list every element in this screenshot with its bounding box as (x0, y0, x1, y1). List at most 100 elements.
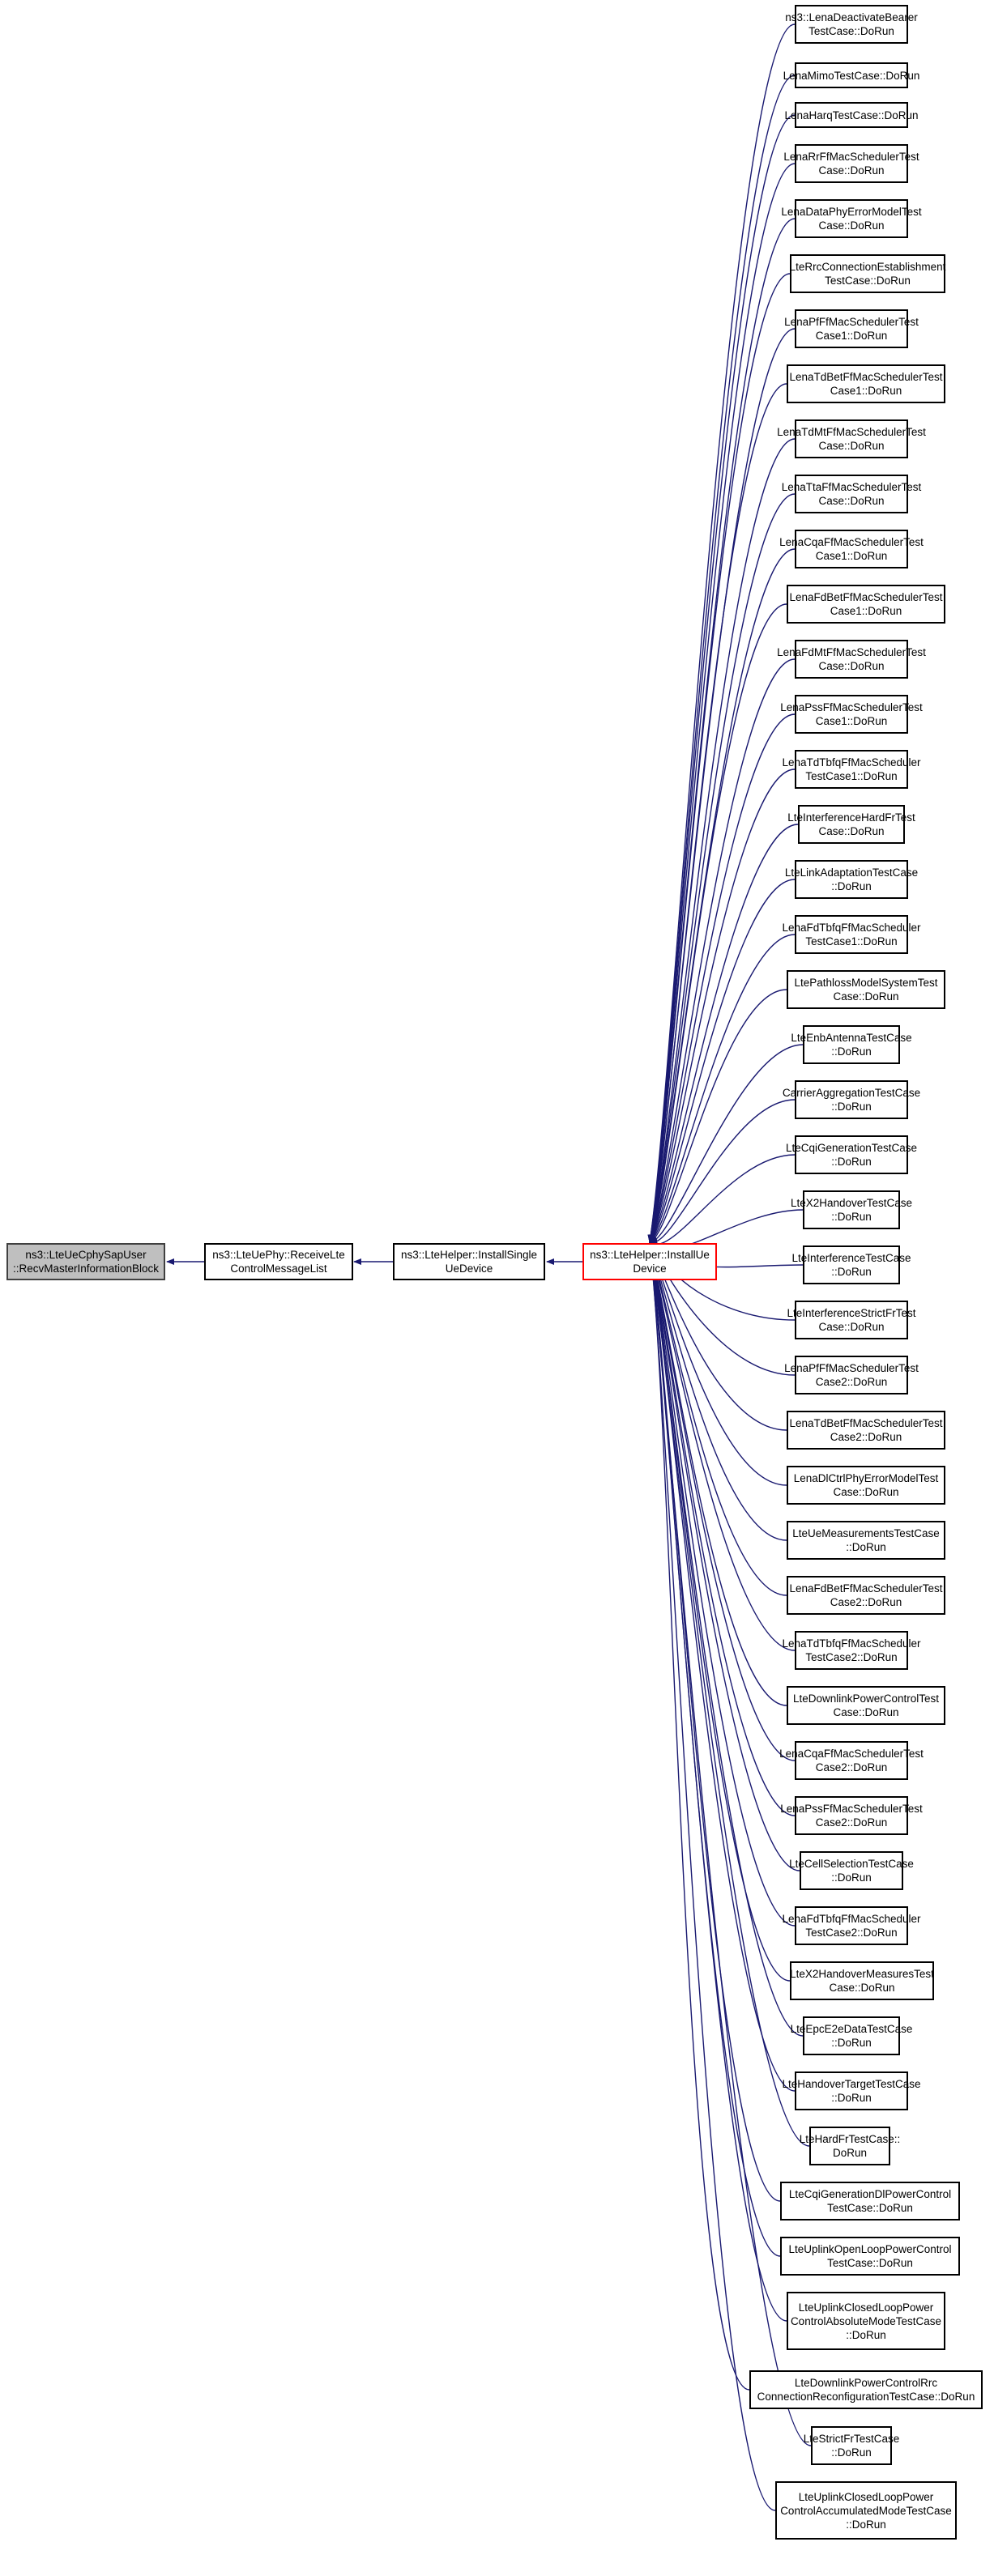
caller-node[interactable]: LteInterferenceHardFrTest Case::DoRun (787, 805, 915, 844)
caller-node[interactable]: LenaCqaFfMacSchedulerTest Case2::DoRun (779, 1741, 924, 1780)
caller-node-label: LenaRrFfMacSchedulerTest Case::DoRun (783, 151, 919, 177)
caller-node[interactable]: LteUplinkClosedLoopPower ControlAccumula… (775, 2481, 957, 2540)
caller-node[interactable]: LenaFdTbfqFfMacScheduler TestCase1::DoRu… (782, 915, 921, 954)
caller-node[interactable]: LenaPfFfMacSchedulerTest Case2::DoRun (784, 1356, 919, 1394)
caller-node[interactable]: LteUplinkClosedLoopPower ControlAbsolute… (787, 2292, 945, 2350)
caller-node[interactable]: LenaHarqTestCase::DoRun (784, 102, 919, 128)
caller-node[interactable]: LteEnbAntennaTestCase ::DoRun (791, 1025, 912, 1064)
chain-node-install-single-ue-device[interactable]: ns3::LteHelper::InstallSingle UeDevice (393, 1243, 545, 1280)
caller-node[interactable]: LteCellSelectionTestCase ::DoRun (789, 1851, 914, 1890)
caller-node-label: LenaFdBetFfMacSchedulerTest Case1::DoRun (789, 591, 943, 617)
chain-node-receive-lte-control-message-list[interactable]: ns3::LteUePhy::ReceiveLte ControlMessage… (204, 1243, 353, 1280)
caller-node-label: LteX2HandoverMeasuresTest Case::DoRun (790, 1968, 934, 1994)
caller-node-label: LteDownlinkPowerControlRrc ConnectionRec… (757, 2377, 975, 2403)
caller-node[interactable]: LenaFdBetFfMacSchedulerTest Case2::DoRun (787, 1576, 945, 1615)
caller-node-label: LteHardFrTestCase:: DoRun (799, 2133, 901, 2159)
caller-node[interactable]: LteStrictFrTestCase ::DoRun (804, 2426, 899, 2465)
caller-node[interactable]: LenaTdMtFfMacSchedulerTest Case::DoRun (777, 419, 926, 458)
caller-node[interactable]: LenaFdMtFfMacSchedulerTest Case::DoRun (777, 640, 926, 679)
caller-node[interactable]: LtePathlossModelSystemTest Case::DoRun (787, 970, 945, 1009)
call-edge (648, 1241, 796, 1761)
caller-node-label: LenaFdTbfqFfMacScheduler TestCase2::DoRu… (782, 1913, 921, 1939)
call-edge (647, 1241, 800, 1871)
caller-node-label: LenaDataPhyErrorModelTest Case::DoRun (781, 206, 922, 232)
call-edge (649, 713, 796, 1243)
caller-node[interactable]: CarrierAggregationTestCase ::DoRun (783, 1080, 920, 1119)
call-edge (648, 1241, 787, 1596)
caller-node[interactable]: LenaTdTbfqFfMacScheduler TestCase1::DoRu… (782, 750, 921, 789)
caller-node[interactable]: LenaDataPhyErrorModelTest Case::DoRun (781, 199, 922, 238)
caller-node-label: LenaPfFfMacSchedulerTest Case2::DoRun (784, 1362, 919, 1388)
caller-node[interactable]: LteX2HandoverTestCase ::DoRun (791, 1190, 912, 1229)
call-edge (649, 879, 796, 1243)
caller-node[interactable]: LteX2HandoverMeasuresTest Case::DoRun (790, 1961, 934, 2000)
caller-node-label: LteInterferenceTestCase ::DoRun (791, 1252, 911, 1278)
caller-node-label: LenaHarqTestCase::DoRun (784, 109, 919, 121)
caller-node[interactable]: LteDownlinkPowerControlRrc ConnectionRec… (749, 2370, 983, 2409)
caller-node-label: LenaTdBetFfMacSchedulerTest Case1::DoRun (789, 371, 943, 397)
caller-node-label: LenaDlCtrlPhyErrorModelTest Case::DoRun (793, 1472, 939, 1498)
caller-node[interactable]: LenaDlCtrlPhyErrorModelTest Case::DoRun (787, 1466, 945, 1505)
caller-node-label: LenaFdMtFfMacSchedulerTest Case::DoRun (777, 646, 926, 672)
caller-node-label: LteDownlinkPowerControlTest Case::DoRun (792, 1692, 940, 1718)
caller-node[interactable]: LenaPssFfMacSchedulerTest Case1::DoRun (780, 695, 923, 734)
caller-node-label: LteInterferenceStrictFrTest Case::DoRun (787, 1307, 916, 1333)
caller-node[interactable]: LteHandoverTargetTestCase ::DoRun (782, 2071, 921, 2110)
call-edge (647, 218, 796, 1243)
caller-node[interactable]: LteDownlinkPowerControlTest Case::DoRun (787, 1686, 945, 1725)
caller-node-label: LteRrcConnectionEstablishment TestCase::… (789, 261, 946, 287)
caller-node[interactable]: LteInterferenceStrictFrTest Case::DoRun (787, 1301, 916, 1339)
caller-node[interactable]: LteInterferenceTestCase ::DoRun (791, 1245, 911, 1284)
caller-node[interactable]: LteUplinkOpenLoopPowerControl TestCase::… (780, 2237, 960, 2276)
call-edge (647, 1241, 776, 2511)
caller-node-label: LteCellSelectionTestCase ::DoRun (789, 1858, 914, 1884)
caller-node[interactable]: LteLinkAdaptationTestCase ::DoRun (785, 860, 918, 899)
caller-node-label: LenaPssFfMacSchedulerTest Case1::DoRun (780, 701, 923, 727)
caller-node[interactable]: LenaTdBetFfMacSchedulerTest Case2::DoRun (787, 1411, 945, 1450)
chain-node-label: ns3::LteHelper::InstallSingle UeDevice (400, 1249, 538, 1275)
caller-node-label: LenaPfFfMacSchedulerTest Case1::DoRun (784, 316, 919, 342)
caller-node-label: LteCqiGenerationDlPowerControl TestCase:… (788, 2188, 952, 2214)
caller-node-label: LenaPssFfMacSchedulerTest Case2::DoRun (780, 1803, 923, 1829)
call-edge (649, 769, 796, 1243)
caller-node[interactable]: LenaPssFfMacSchedulerTest Case2::DoRun (780, 1796, 923, 1835)
caller-node-label: LenaCqaFfMacSchedulerTest Case1::DoRun (779, 536, 924, 562)
caller-node[interactable]: LteRrcConnectionEstablishment TestCase::… (790, 254, 945, 293)
caller-node[interactable]: LenaFdBetFfMacSchedulerTest Case1::DoRun (787, 585, 945, 624)
caller-node[interactable]: LteEpcE2eDataTestCase ::DoRun (791, 2016, 912, 2055)
call-edge (649, 1044, 804, 1246)
call-edge (648, 383, 787, 1243)
caller-node[interactable]: ns3::LenaDeactivateBearer TestCase::DoRu… (785, 5, 918, 44)
caller-node[interactable]: LenaTdTbfqFfMacScheduler TestCase2::DoRu… (782, 1631, 921, 1670)
chain-node-install-ue-device[interactable]: ns3::LteHelper::InstallUe Device (582, 1243, 717, 1280)
caller-node[interactable]: LteCqiGenerationDlPowerControl TestCase:… (780, 2182, 960, 2220)
caller-node-label: LteEpcE2eDataTestCase ::DoRun (790, 2023, 913, 2049)
caller-node[interactable]: LenaRrFfMacSchedulerTest Case::DoRun (783, 144, 919, 183)
caller-node-label: ns3::LenaDeactivateBearer TestCase::DoRu… (785, 11, 918, 37)
caller-node[interactable]: LenaTtaFfMacSchedulerTest Case::DoRun (782, 475, 921, 513)
caller-node[interactable]: LenaPfFfMacSchedulerTest Case1::DoRun (784, 309, 919, 348)
caller-node[interactable]: LenaFdTbfqFfMacScheduler TestCase2::DoRu… (782, 1906, 921, 1945)
call-edge (649, 1099, 796, 1249)
call-edge (647, 1241, 781, 2257)
call-edge (647, 1241, 804, 2037)
caller-node[interactable]: LteHardFrTestCase:: DoRun (800, 2127, 900, 2165)
caller-node[interactable]: LenaMimoTestCase::DoRun (783, 62, 919, 88)
caller-node[interactable]: LenaCqaFfMacSchedulerTest Case1::DoRun (779, 530, 924, 568)
call-edge (647, 1241, 796, 1816)
call-edge (649, 989, 787, 1244)
call-edge (647, 163, 796, 1243)
caller-node-label: LenaTtaFfMacSchedulerTest Case::DoRun (781, 481, 922, 507)
caller-node-label: LteEnbAntennaTestCase ::DoRun (791, 1032, 912, 1058)
caller-node[interactable]: LenaTdBetFfMacSchedulerTest Case1::DoRun (787, 364, 945, 403)
caller-node-label: LteCqiGenerationTestCase ::DoRun (785, 1142, 918, 1168)
call-edge (648, 1241, 796, 1651)
caller-node-label: LteX2HandoverTestCase ::DoRun (790, 1197, 913, 1223)
caller-node[interactable]: LteUeMeasurementsTestCase ::DoRun (787, 1521, 945, 1560)
call-edge (647, 273, 791, 1243)
caller-node-label: LteUeMeasurementsTestCase ::DoRun (792, 1527, 940, 1553)
call-edge (649, 934, 796, 1243)
caller-node-label: LtePathlossModelSystemTest Case::DoRun (794, 977, 938, 1003)
caller-node[interactable]: LteCqiGenerationTestCase ::DoRun (786, 1135, 917, 1174)
